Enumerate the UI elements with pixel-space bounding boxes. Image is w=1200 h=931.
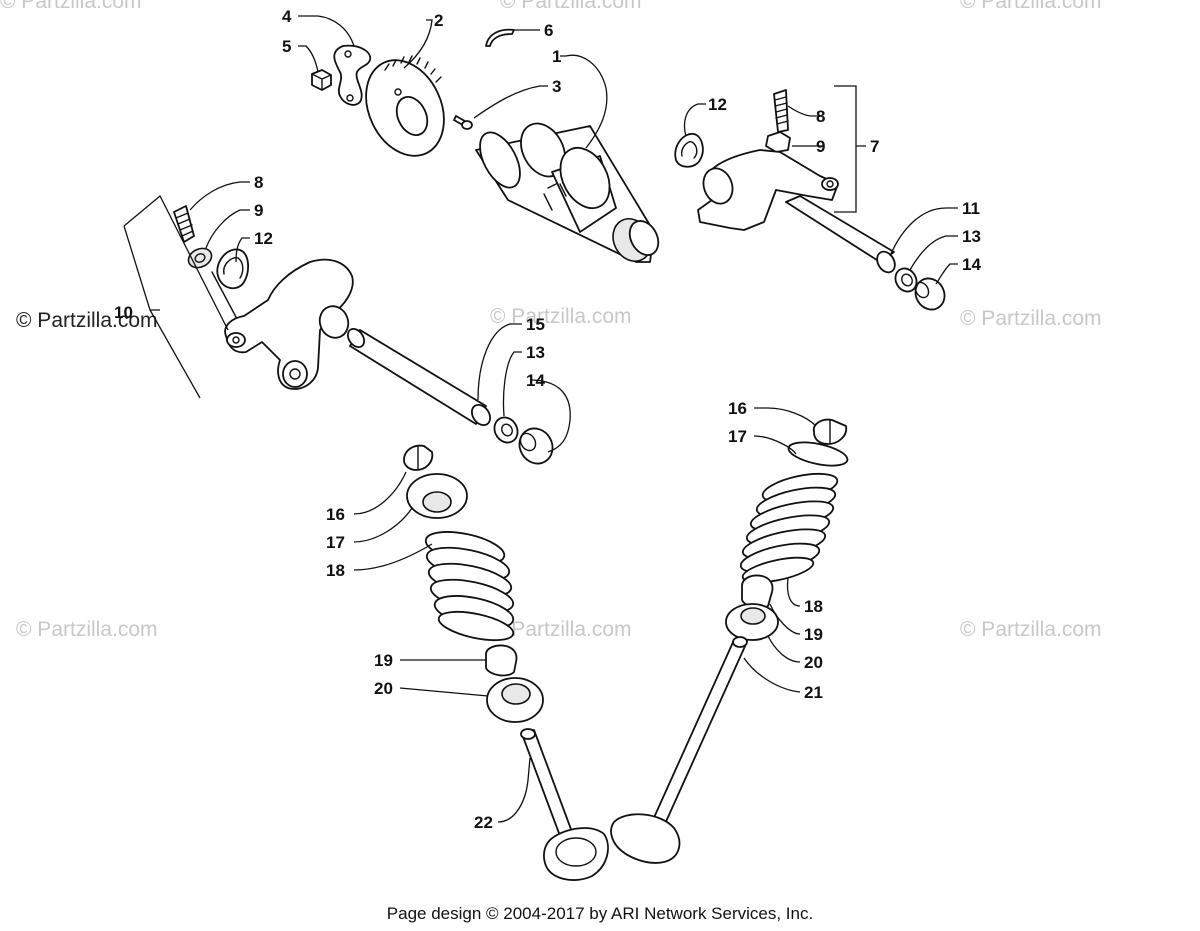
callout-12-lower: 12: [254, 229, 273, 248]
part-valve-keepers-left: [403, 444, 434, 471]
part-dowel-pin: [453, 115, 473, 130]
watermark-top-left: © Partzilla.com: [0, 0, 142, 13]
watermark-lower-left: © Partzilla.com: [16, 618, 158, 641]
part-o-ring-lower: [216, 248, 249, 290]
part-adjuster-screw-upper: [765, 89, 791, 153]
part-valve-spring-left: [424, 531, 515, 642]
part-cam-bolt: [311, 69, 332, 91]
part-clip: [485, 28, 515, 47]
part-rocker-arm-lower: [211, 258, 354, 390]
callout-2: 2: [434, 11, 443, 30]
callout-15: 15: [526, 315, 545, 334]
callout-5: 5: [282, 37, 291, 56]
part-spring-retainer-left: [406, 473, 468, 519]
callout-3: 3: [552, 77, 561, 96]
part-adjuster-screw-lower: [173, 205, 213, 269]
page-footer-copyright: Page design © 2004-2017 by ARI Network S…: [387, 904, 813, 923]
part-plug-lower: [518, 427, 554, 465]
watermark-right: © Partzilla.com: [960, 307, 1102, 330]
part-lock-plate: [333, 44, 372, 106]
callout-22: 22: [474, 813, 493, 832]
callout-8-upper: 8: [816, 107, 825, 126]
callout-16-right: 16: [728, 399, 747, 418]
part-seal-ring-upper: [894, 267, 918, 293]
watermark-lower-right: © Partzilla.com: [960, 618, 1102, 641]
part-rocker-shaft-lower: [346, 327, 491, 427]
callout-13-lower: 13: [526, 343, 545, 362]
callout-labels: 4 5 2 6 1 3 12 8 9 7 11 13 14 8 9 12 10 …: [114, 7, 981, 832]
callout-17-right: 17: [728, 427, 747, 446]
callout-17-left: 17: [326, 533, 345, 552]
watermark-top-right: © Partzilla.com: [960, 0, 1102, 13]
callout-19-left: 19: [374, 651, 393, 670]
callout-14-lower: 14: [526, 371, 545, 390]
callout-1: 1: [552, 47, 561, 66]
watermark-lower-center: © Partzilla.com: [490, 618, 632, 641]
part-stem-seal-right: [741, 574, 774, 609]
callout-4: 4: [282, 7, 292, 26]
callout-19-right: 19: [804, 625, 823, 644]
part-spring-retainer-right: [787, 441, 849, 467]
leader-lines: [123, 15, 958, 823]
part-rocker-arm-upper: [697, 149, 839, 231]
callout-6: 6: [544, 21, 553, 40]
callout-9-lower: 9: [254, 201, 263, 220]
callout-7: 7: [870, 137, 879, 156]
watermark-center: © Partzilla.com: [490, 305, 632, 328]
callout-10: 10: [114, 303, 133, 322]
part-valve-intake: [610, 636, 748, 864]
callout-18-right: 18: [804, 597, 823, 616]
watermarks: © Partzilla.com © Partzilla.com © Partzi…: [0, 0, 1102, 641]
part-valve-exhaust: [520, 728, 609, 881]
callout-20-right: 20: [804, 653, 823, 672]
callout-21: 21: [804, 683, 823, 702]
callout-18-left: 18: [326, 561, 345, 580]
callout-8-lower: 8: [254, 173, 263, 192]
callout-14-upper: 14: [962, 255, 981, 274]
callout-12-upper: 12: [708, 95, 727, 114]
callout-20-left: 20: [374, 679, 393, 698]
part-spring-seat-left: [486, 677, 544, 723]
part-stem-seal-left: [485, 644, 518, 677]
part-camshaft: [475, 122, 660, 263]
part-valve-spring-right: [739, 472, 839, 584]
callout-13-upper: 13: [962, 227, 981, 246]
part-seal-ring-lower: [493, 416, 519, 444]
part-rocker-shaft-upper: [785, 195, 896, 274]
part-plug-upper: [914, 277, 946, 311]
watermark-left: © Partzilla.com: [16, 309, 158, 332]
part-cam-sprocket: [365, 55, 445, 157]
callout-9-upper: 9: [816, 137, 825, 156]
watermark-top-center: © Partzilla.com: [500, 0, 642, 13]
callout-11: 11: [962, 199, 980, 218]
callout-16-left: 16: [326, 505, 345, 524]
part-o-ring-upper: [674, 133, 704, 168]
part-spring-seat-right: [725, 603, 779, 641]
part-valve-keepers-right: [812, 418, 848, 445]
